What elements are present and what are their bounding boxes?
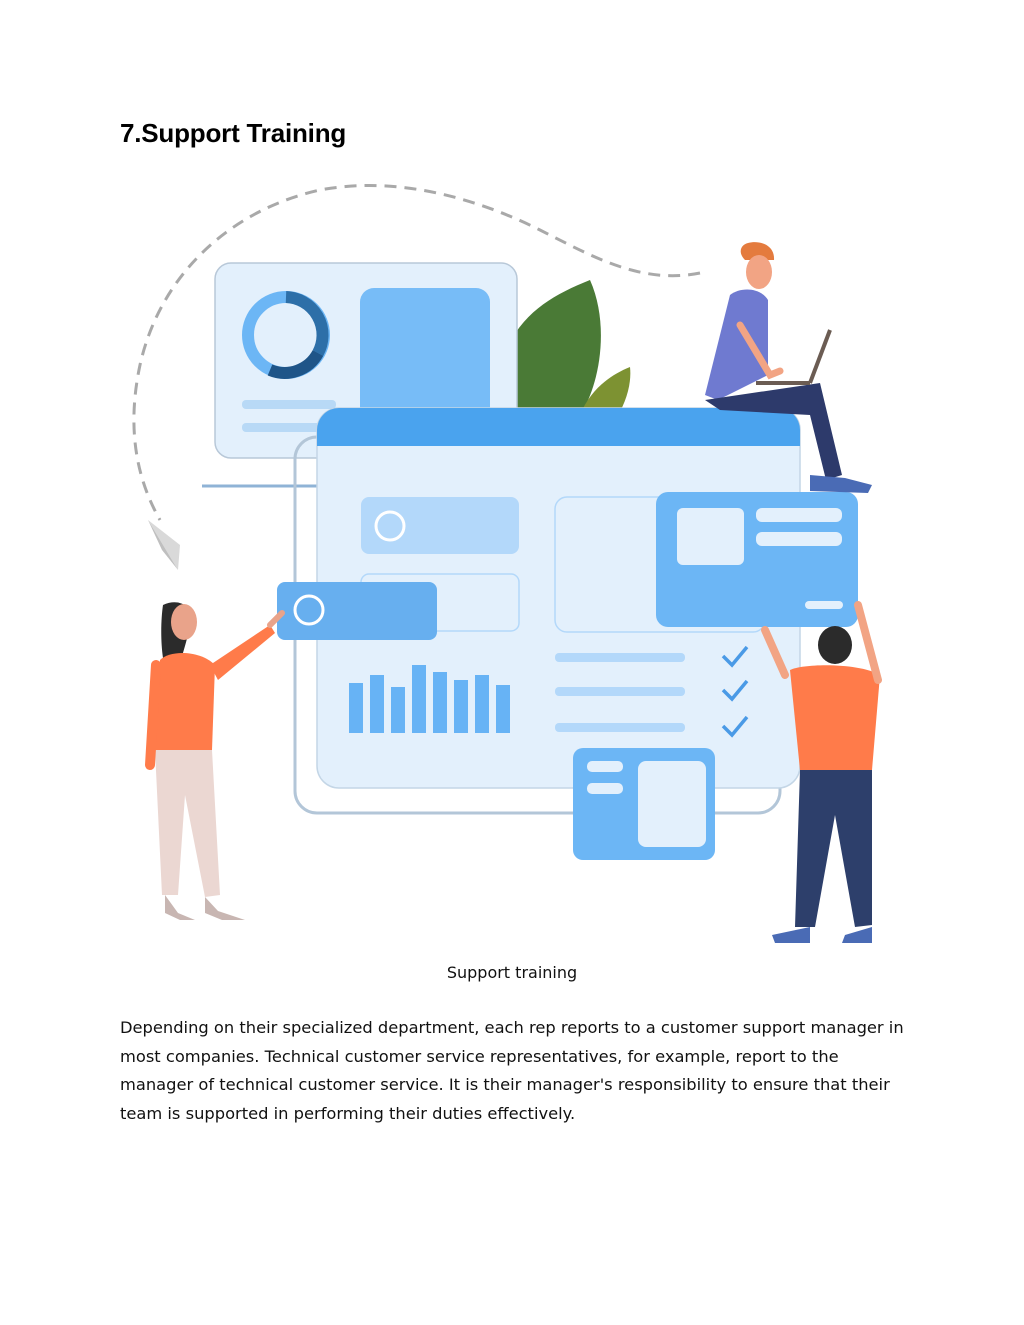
support-training-illustration	[132, 184, 882, 943]
man-reaching-up	[761, 601, 882, 943]
check-icon	[721, 715, 749, 738]
check-icon	[721, 679, 749, 702]
body-paragraph: Depending on their specialized departmen…	[120, 1018, 904, 1123]
man-with-laptop	[705, 242, 872, 493]
woman-pointing	[145, 602, 285, 920]
check-icon	[721, 645, 749, 668]
bar-chart	[349, 665, 510, 733]
section-heading: 7.Support Training	[120, 118, 347, 148]
paper-plane-icon	[148, 520, 180, 570]
leaf-small	[580, 367, 631, 420]
dashed-flight-path	[132, 184, 701, 521]
selected-option-card	[277, 582, 437, 640]
window-titlebar	[317, 408, 800, 446]
figure-caption: Support training	[446, 963, 578, 982]
blue-square-block	[360, 288, 490, 434]
